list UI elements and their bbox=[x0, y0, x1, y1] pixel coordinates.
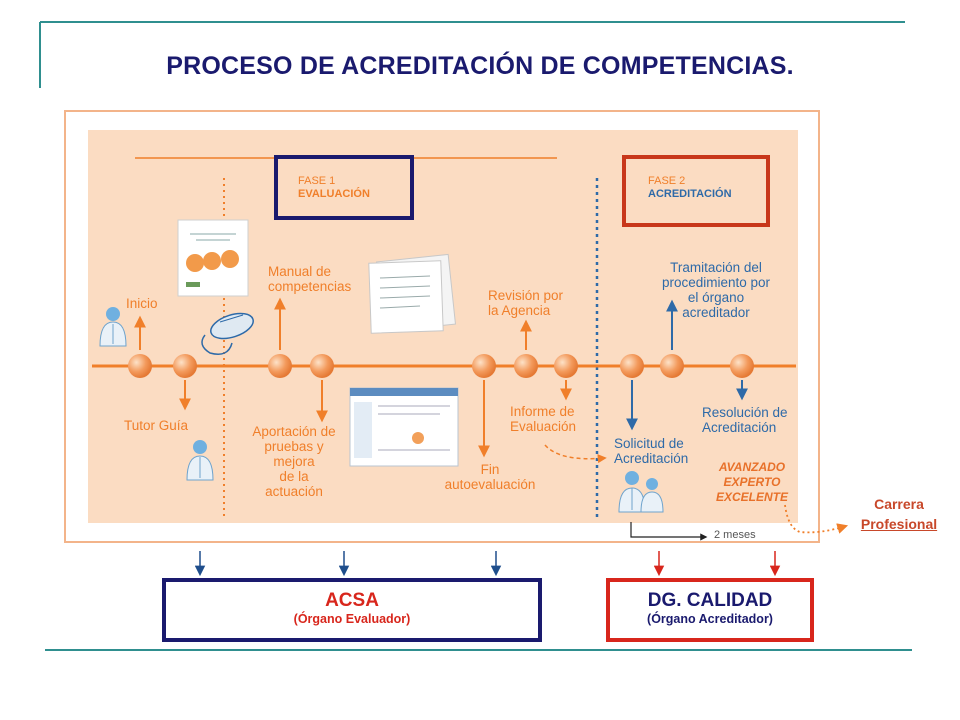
evaluation-documents-image bbox=[368, 253, 457, 334]
dgcalidad-role: (Órgano Acreditador) bbox=[647, 612, 773, 626]
carrera-connector bbox=[784, 504, 849, 534]
timeline-nodes bbox=[128, 354, 754, 378]
computer-mouse-icon bbox=[201, 312, 254, 355]
diagram-frame bbox=[64, 110, 820, 543]
carrera-profesional-label: Carrera Profesional bbox=[860, 496, 938, 532]
acsa-role: (Órgano Evaluador) bbox=[293, 612, 411, 626]
dgcalidad-name: DG. CALIDAD bbox=[647, 590, 773, 611]
doctor-figure-tutor bbox=[186, 440, 214, 481]
phase2-box bbox=[622, 155, 770, 227]
acsa-name: ACSA bbox=[325, 590, 379, 611]
duration-label: 2 meses bbox=[714, 529, 756, 541]
page-title: PROCESO DE ACREDITACIÓN DE COMPETENCIAS. bbox=[166, 52, 794, 80]
phase1-box bbox=[274, 155, 414, 220]
web-application-screenshot bbox=[349, 387, 459, 467]
step-tutor-label: Tutor Guía bbox=[124, 418, 189, 433]
dgcalidad-box: DG. CALIDAD (Órgano Acreditador) bbox=[606, 578, 814, 642]
doctor-figure-solicitud bbox=[618, 471, 664, 513]
manual-document-image bbox=[177, 219, 249, 297]
phase1-label: FASE 1 EVALUACIÓN bbox=[298, 175, 370, 200]
acsa-box: ACSA (Órgano Evaluador) bbox=[162, 578, 542, 642]
duration-bracket bbox=[630, 522, 708, 541]
step-inicio-label: Inicio bbox=[126, 296, 158, 311]
doctor-figure-inicio bbox=[99, 307, 127, 347]
phase2-label: FASE 2 ACREDITACIÓN bbox=[648, 175, 732, 200]
